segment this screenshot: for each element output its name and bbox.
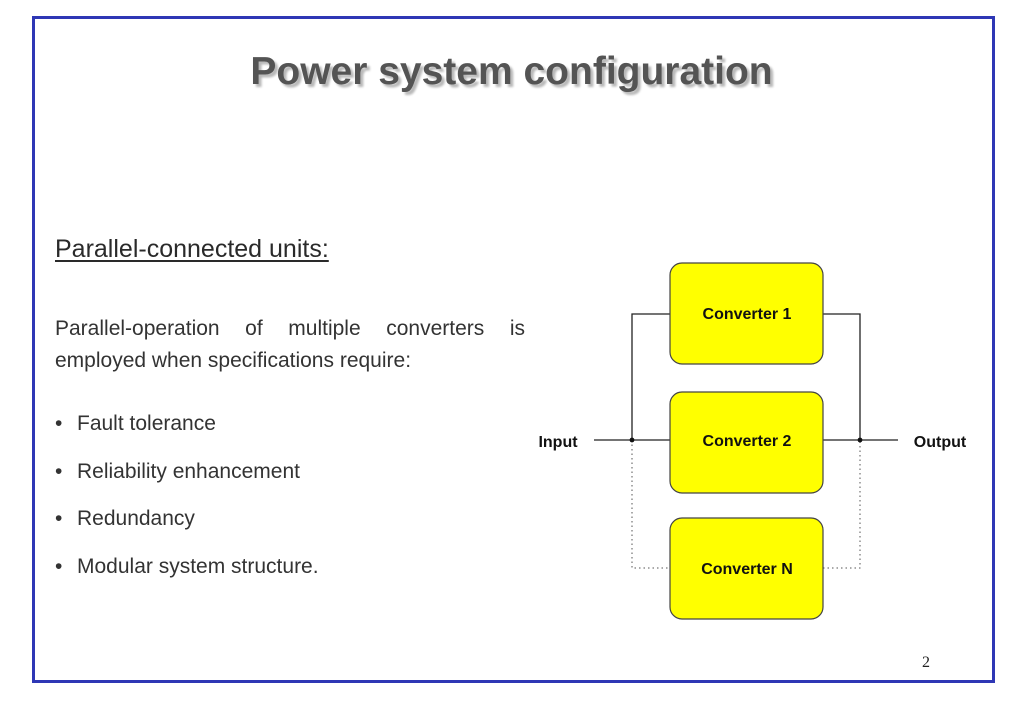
bullet-item: •Modular system structure.	[55, 551, 319, 599]
intro-paragraph: Parallel-operation of multiple converter…	[55, 317, 525, 372]
bullet-item: •Reliability enhancement	[55, 456, 319, 504]
bullet-item: •Fault tolerance	[55, 408, 319, 456]
bullet-dot-icon: •	[55, 459, 63, 483]
bullet-item: •Redundancy	[55, 503, 319, 551]
bullet-dot-icon: •	[55, 507, 63, 530]
bullet-list: •Fault tolerance •Reliability enhancemen…	[55, 408, 319, 598]
input-junction-dot	[629, 437, 635, 443]
converter-2-label: Converter 2	[703, 433, 792, 450]
subheading: Parallel-connected units:	[55, 235, 329, 263]
slide-frame	[32, 16, 995, 683]
output-label: Output	[914, 434, 967, 451]
slide-title: Power system configuration	[250, 50, 773, 93]
converter-n-box	[669, 517, 824, 620]
converter-2-box	[669, 391, 824, 494]
output-junction-dot	[857, 437, 863, 443]
converter-n-label: Converter N	[701, 561, 793, 578]
page-number: 2	[922, 654, 930, 671]
bullet-dot-icon: •	[55, 554, 63, 578]
converter-1-label: Converter 1	[703, 306, 792, 323]
input-branch-1	[631, 313, 670, 440]
input-branch-n	[631, 440, 670, 569]
bullet-dot-icon: •	[55, 412, 63, 435]
converter-1-box	[669, 262, 824, 365]
output-branch-n	[823, 440, 861, 569]
input-label: Input	[538, 434, 578, 451]
output-branch-1	[823, 313, 861, 440]
